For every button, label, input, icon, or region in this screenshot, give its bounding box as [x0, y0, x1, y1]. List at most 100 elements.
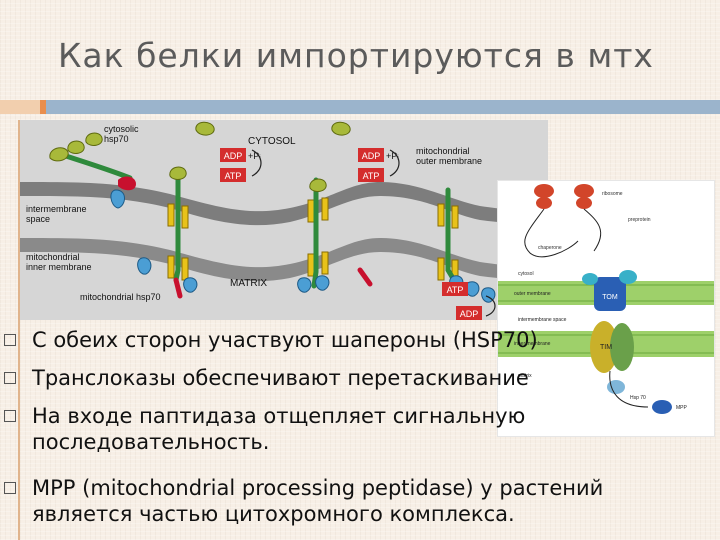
- translocase-outer-1: [167, 203, 175, 227]
- cytosolic-hsp70-4: [195, 121, 215, 136]
- translocase-outer-6: [451, 205, 459, 229]
- translocase-inner-3: [307, 253, 315, 277]
- adp-label-3: ADP: [460, 309, 479, 319]
- tom-receptor-1: [619, 270, 637, 284]
- inset-label-hsp70: Hsp 70: [630, 395, 646, 401]
- inset-mpp: [652, 400, 672, 414]
- bullet-text: MPP (mitochondrial processing peptidase)…: [32, 476, 604, 526]
- translocase-inner-2: [181, 257, 189, 281]
- label-ims-1: intermembrane: [26, 204, 87, 214]
- bullet-marker: [4, 482, 16, 494]
- label-cytosol: CYTOSOL: [248, 136, 296, 147]
- bullet-marker: [4, 410, 16, 422]
- header-bar-right: [46, 100, 720, 114]
- label-ims-2: space: [26, 214, 50, 224]
- atp-box-2: [358, 168, 384, 182]
- ribosome-large-2: [574, 184, 594, 198]
- bullet-item: На входе паптидаза отщепляет сигнальную …: [4, 403, 682, 455]
- label-hsp70: hsp70: [104, 134, 129, 144]
- inset-label-outer: outer membrane: [514, 291, 551, 297]
- tom-tim-inset: ribosome preprotein chaperone cytosol ou…: [497, 180, 715, 437]
- presequence-cleaved: [357, 267, 373, 287]
- cytosolic-hsp70-5: [169, 166, 187, 180]
- protein-import-diagram: ADP +Pᵢ ATP ADP +Pᵢ ATP ATP ADP cytosoli…: [20, 120, 548, 320]
- adp-label-2: ADP: [362, 151, 381, 161]
- translocase-outer-4: [321, 197, 329, 221]
- pi-label-1: +Pᵢ: [248, 151, 261, 161]
- translocase-inner-5: [437, 257, 445, 281]
- slide-title: Как белки импортируются в мтх: [58, 36, 654, 75]
- mito-hsp70-cytosolic-bound: [110, 189, 125, 209]
- cytosolic-hsp70-2: [67, 140, 85, 154]
- ribosome-small-1: [536, 197, 552, 209]
- protein-chain-2: [173, 169, 181, 283]
- inset-hsp70: [607, 380, 625, 394]
- ribosome-large-1: [534, 184, 554, 198]
- preprotein-chain: [524, 208, 579, 258]
- outer-membrane: [20, 182, 548, 226]
- protein-import-svg: ADP +Pᵢ ATP ADP +Pᵢ ATP ATP ADP cytosoli…: [20, 120, 548, 320]
- inset-label-tim: TIM: [600, 344, 612, 351]
- cycle-arrow-3: [485, 295, 496, 317]
- protein-chain-3: [311, 177, 319, 289]
- bullet-text: С обеих сторон участвуют шапероны (HSP70…: [32, 328, 538, 352]
- inset-label-ribosome: ribosome: [602, 191, 623, 197]
- tom-tim-svg: ribosome preprotein chaperone cytosol ou…: [498, 181, 714, 436]
- bullet-text: Транслоказы обеспечивают перетаскивание: [32, 366, 529, 390]
- presequence-1: [173, 277, 183, 299]
- pi-label-2: +Pᵢ: [386, 151, 399, 161]
- inner-membrane: [20, 238, 548, 282]
- mito-hsp70-1: [137, 257, 152, 275]
- translocase-outer-5: [437, 203, 445, 227]
- tom-complex: [594, 277, 626, 311]
- atp-label-1: ATP: [225, 171, 242, 181]
- bullet-marker: [4, 372, 16, 384]
- label-mito-hsp70: mitochondrial hsp70: [80, 292, 161, 302]
- adp-box-3: [456, 306, 482, 320]
- label-cytosolic: cytosolic: [104, 124, 139, 134]
- mito-hsp70-2: [183, 277, 198, 293]
- translocase-outer-3: [307, 199, 315, 223]
- presequence-head: [118, 176, 136, 191]
- bullet-text: На входе паптидаза отщепляет сигнальную …: [32, 404, 526, 454]
- left-guide-line: [18, 120, 20, 540]
- cytosolic-hsp70-6: [331, 121, 351, 136]
- atp-label-2: ATP: [363, 171, 380, 181]
- inset-label-chaperone: chaperone: [538, 245, 562, 251]
- atp-box-1: [220, 168, 246, 182]
- adp-label-1: ADP: [224, 151, 243, 161]
- inset-label-cytosol: cytosol: [518, 271, 534, 277]
- bullet-item: С обеих сторон участвуют шапероны (HSP70…: [4, 327, 682, 353]
- tim-complex-right: [610, 323, 634, 371]
- mito-hsp70-4: [297, 277, 312, 293]
- label-inner-1: mitochondrial: [26, 252, 80, 262]
- cytosolic-hsp70-3: [85, 132, 103, 146]
- header-bar-left: [0, 100, 40, 114]
- imported-chain: [609, 370, 649, 408]
- bullet-item: MPP (mitochondrial processing peptidase)…: [4, 475, 682, 527]
- translocase-inner-4: [321, 251, 329, 275]
- inset-label-inner: inner membrane: [514, 341, 551, 347]
- header-bar-separator: [40, 100, 46, 114]
- adp-box-1: [220, 148, 246, 162]
- inset-label-matrix: matrix: [518, 373, 532, 379]
- label-outer-1: mitochondrial: [416, 146, 470, 156]
- bullet-item: Транслоказы обеспечивают перетаскивание: [4, 365, 682, 391]
- tom-receptor-2: [582, 273, 598, 285]
- ribosome-small-2: [576, 197, 592, 209]
- label-outer-2: outer membrane: [416, 156, 482, 166]
- atp-label-3: ATP: [447, 285, 464, 295]
- bullet-marker: [4, 334, 16, 346]
- cycle-arrow-1: [251, 149, 262, 177]
- tim-complex-left: [590, 321, 618, 373]
- translocase-inner-1: [167, 255, 175, 279]
- inset-label-ims: intermembrane space: [518, 317, 567, 323]
- mito-hsp70-3: [315, 275, 330, 291]
- label-matrix: MATRIX: [230, 278, 267, 289]
- inset-label-mpp: MPP: [676, 405, 688, 411]
- inset-label-tom: TOM: [602, 294, 618, 301]
- cycle-arrow-2: [389, 149, 400, 177]
- preprotein-chain-2: [583, 208, 602, 252]
- inset-label-preprotein: preprotein: [628, 217, 651, 223]
- atp-box-3: [442, 282, 468, 296]
